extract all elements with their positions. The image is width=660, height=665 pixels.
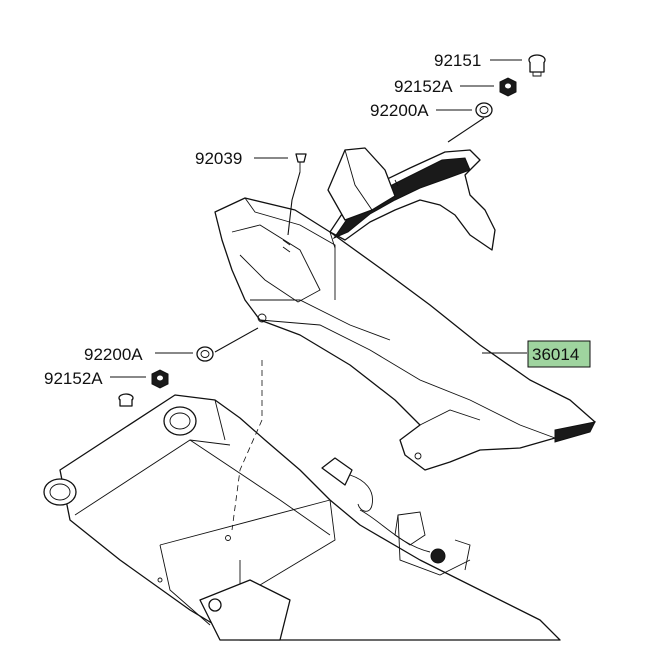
part-label-92200a-left[interactable]: 92200A [84,345,143,364]
nut-92152a-left-icon [151,369,169,389]
hardware-drawing [118,54,546,407]
swingarm-drawing [43,360,561,641]
bolt-left-icon [118,393,134,407]
part-label-92152a-top[interactable]: 92152A [394,77,453,96]
part-label-92151[interactable]: 92151 [434,51,481,70]
part-label-92152a-left[interactable]: 92152A [44,369,103,388]
part-label-92039[interactable]: 92039 [195,149,242,168]
clip-92039-icon [295,153,307,172]
washer-92200a-top-icon [475,102,493,118]
chain-guard-drawing [214,147,596,471]
part-label-92200a-top[interactable]: 92200A [370,101,429,120]
highlight-box-36014 [527,340,591,368]
washer-92200a-left-icon [196,346,214,362]
part-label-36014[interactable]: 36014 [532,345,579,364]
nut-92152a-top-icon [499,77,517,97]
leader-lines [110,59,527,378]
bolt-92151-icon [528,54,546,77]
part-labels: 92151 92152A 92200A 92039 36014 92200A 9… [44,51,591,388]
